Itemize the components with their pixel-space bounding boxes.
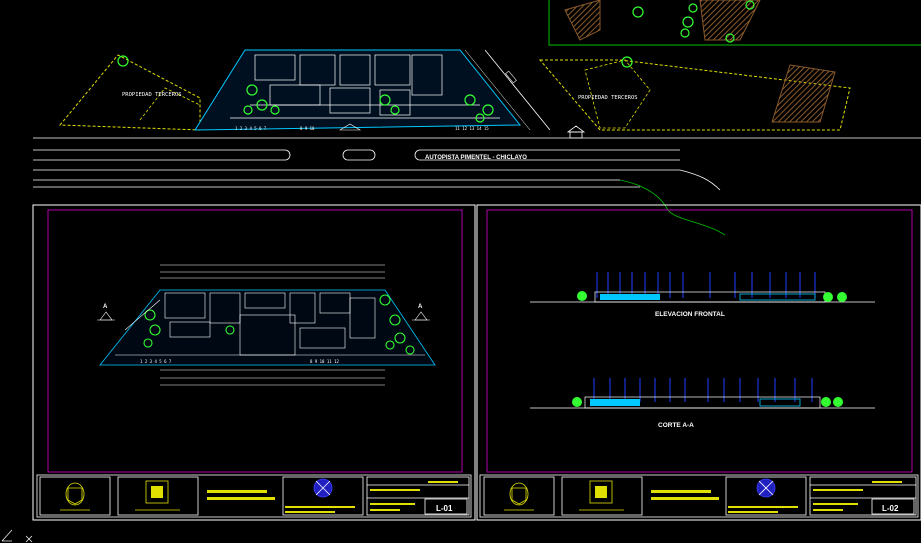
site-footprint [194,49,522,131]
highway-label: AUTOPISTA PIMENTEL - CHICLAYO [425,155,527,161]
property-right-label: PROPIEDAD TERCEROS [578,95,638,101]
svg-text:11 12 13 14 15: 11 12 13 14 15 [455,126,489,131]
floor-plan: 1 2 3 4 5 6 7 8 9 10 11 12 A A [97,264,436,386]
section-marker-right: A [412,304,430,321]
title-block-l02 [479,474,919,518]
square-logo-icon [135,480,180,511]
svg-text:A: A [103,304,108,310]
ucs-icon [1,529,33,543]
svg-text:1 2 3 4 5 6 7: 1 2 3 4 5 6 7 [235,126,267,131]
property-left-outline [58,54,201,131]
front-elevation: ELEVACION FRONTAL [530,272,875,318]
title-block-l01 [36,474,472,518]
house-icon [566,125,586,139]
square-logo-icon [579,480,624,511]
coat-of-arms-icon [504,482,534,511]
property-right-outline [538,59,851,131]
university-seal-icon [313,478,333,498]
svg-text:1 2 3 4 5 6 7: 1 2 3 4 5 6 7 [140,359,172,364]
sheet-l01: 1 2 3 4 5 6 7 8 9 10 11 12 A A [32,204,476,521]
sheet-l02: ELEVACION FRONTAL CORTE A-A [476,204,921,521]
coat-of-arms-icon [60,482,90,511]
university-seal-icon [756,478,776,498]
svg-text:8 9 10 11 12: 8 9 10 11 12 [310,359,339,364]
svg-text:A: A [418,304,423,310]
sheet-number-l01: L-01 [436,504,453,513]
section-title: CORTE A-A [658,422,694,429]
svg-text:8 9 10: 8 9 10 [300,126,315,131]
section-aa: CORTE A-A [530,378,875,429]
section-marker-left: A [97,304,115,321]
property-left-label: PROPIEDAD TERCEROS [122,92,182,98]
elevation-title: ELEVACION FRONTAL [655,311,725,318]
sheet-number-l02: L-02 [882,504,899,513]
highway [33,137,921,191]
site-plan: PROPIEDAD TERCEROS PROPIEDAD TERCEROS 1 … [33,0,921,236]
